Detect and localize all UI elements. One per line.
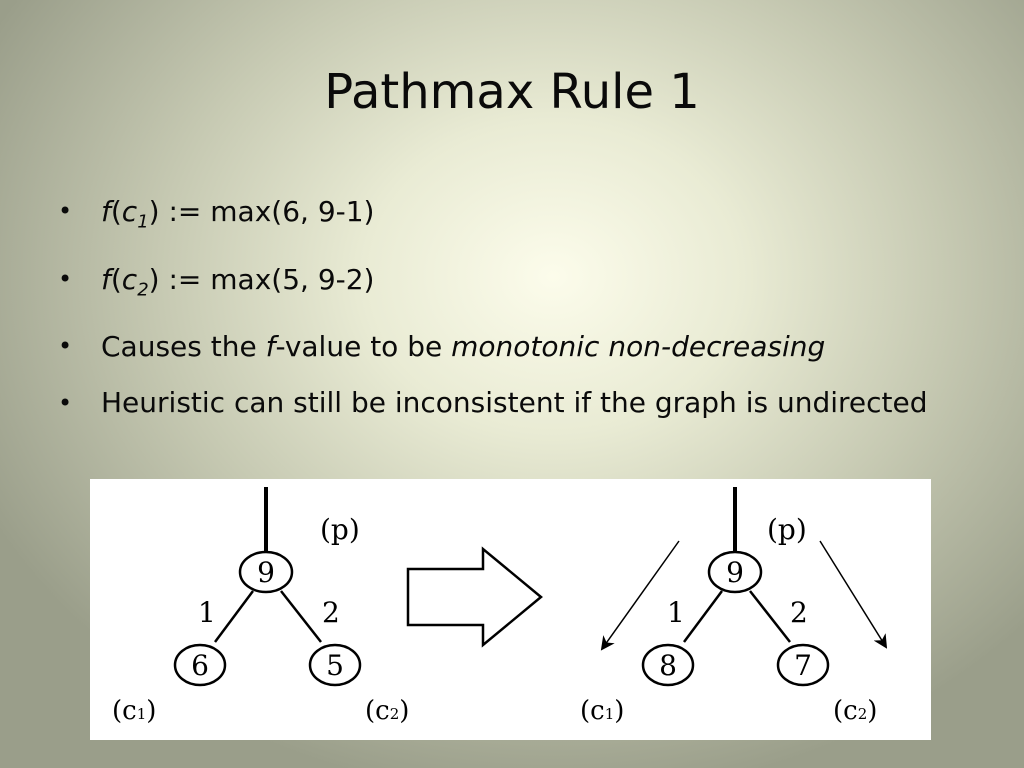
- parent-label: (p): [767, 513, 807, 546]
- bullet-emphasis: monotonic non-decreasing: [451, 330, 826, 364]
- child-right-node: [776, 643, 830, 687]
- bullet-dot: •: [58, 197, 73, 225]
- root-node: [238, 550, 294, 594]
- child-left-node: [173, 643, 227, 687]
- paren-open: (: [110, 195, 122, 228]
- edge-right: [749, 590, 791, 643]
- edge-right-label: 2: [322, 596, 340, 629]
- down-arrow-left-icon: [600, 540, 680, 651]
- edge-left-label: 1: [667, 596, 685, 629]
- edge-left-label: 1: [198, 596, 216, 629]
- bullet-pre: Causes the: [101, 330, 266, 364]
- parent-label: (p): [320, 513, 360, 546]
- bullet-rest: ) := max(6, 9-1): [148, 195, 375, 228]
- child-left-node: [641, 643, 695, 687]
- child-right-node: [308, 643, 362, 687]
- bullet-rest: ) := max(5, 9-2): [148, 262, 375, 296]
- slide-title: Pathmax Rule 1: [324, 64, 700, 120]
- child-right-value: 7: [794, 649, 812, 682]
- child-right-label: (c2): [833, 696, 877, 726]
- c-subscript: 1: [137, 211, 149, 233]
- edge-left: [213, 590, 255, 643]
- bullet-item-1: • f(c1) := max(6, 9-1): [58, 188, 958, 246]
- right-block-arrow-icon: [406, 546, 543, 648]
- child-left-value: 8: [659, 649, 677, 682]
- edge-right: [280, 590, 322, 643]
- bullet-item-4: • Heuristic can still be inconsistent if…: [58, 380, 958, 426]
- bullet-text: Heuristic can still be inconsistent if t…: [101, 386, 928, 420]
- child-left-label: (c1): [580, 696, 624, 726]
- bullet-item-2: • f(c2) := max(5, 9-2): [58, 256, 958, 314]
- c-symbol: c: [121, 262, 138, 296]
- edge-right-label: 2: [790, 596, 808, 629]
- bullet-dot: •: [58, 332, 73, 361]
- pathmax-diagram: 9 (p) 1 2 6 5 (c1) (c2) 9 (p): [112, 487, 888, 726]
- right-tree: 9 (p) 1 2 8 7 (c1) (c2): [580, 487, 888, 726]
- child-left-value: 6: [191, 649, 209, 682]
- f-symbol: f: [265, 330, 276, 364]
- c-symbol: c: [121, 195, 138, 228]
- root-node: [707, 550, 763, 594]
- left-tree: 9 (p) 1 2 6 5 (c1) (c2): [112, 487, 409, 726]
- down-arrow-right-icon: [819, 540, 888, 649]
- bullet-dot: •: [58, 389, 73, 418]
- child-right-value: 5: [326, 649, 344, 682]
- bullet-list: • f(c1) := max(6, 9-1) • f(c2) := max(5,…: [58, 188, 958, 436]
- f-symbol: f: [101, 262, 111, 296]
- child-right-label: (c2): [365, 696, 409, 726]
- paren-open: (: [110, 262, 122, 296]
- bullet-dot: •: [58, 264, 73, 293]
- root-value: 9: [257, 556, 275, 589]
- child-left-label: (c1): [112, 696, 156, 726]
- root-value: 9: [726, 556, 744, 589]
- edge-left: [682, 590, 724, 643]
- pathmax-figure: 9 (p) 1 2 6 5 (c1) (c2) 9 (p): [90, 479, 931, 740]
- bullet-item-3: • Causes the f-value to be monotonic non…: [58, 323, 958, 370]
- f-symbol: f: [101, 195, 111, 228]
- bullet-mid: -value to be: [275, 330, 452, 364]
- c-subscript: 2: [137, 279, 149, 301]
